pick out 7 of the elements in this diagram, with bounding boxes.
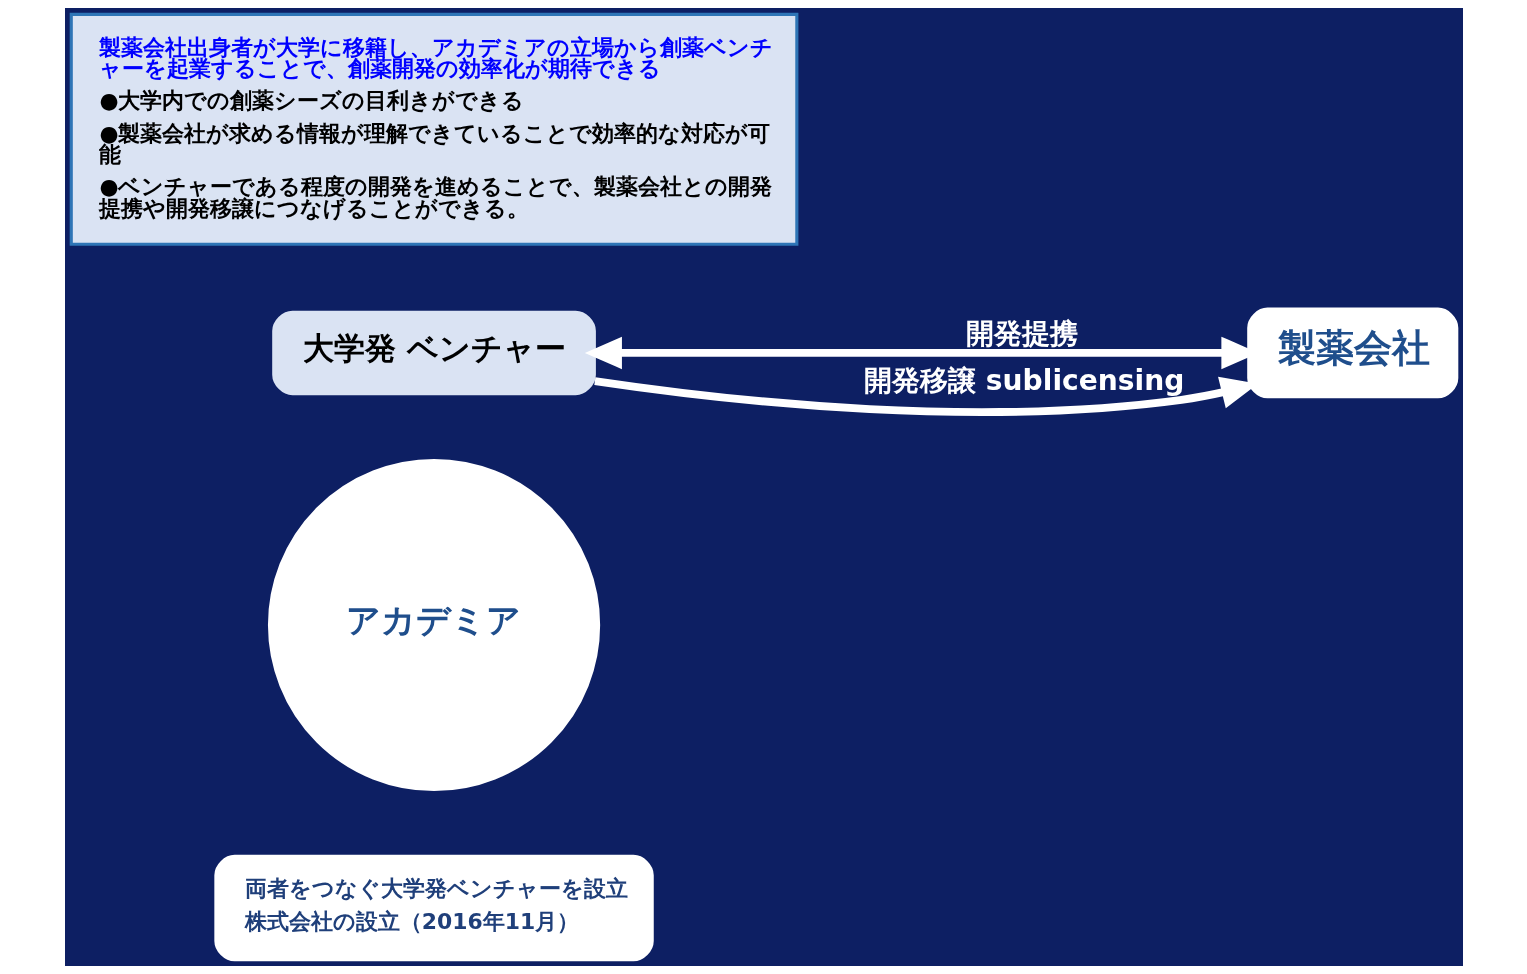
node-box: 両者をつなぐ大学発ベンチャーを設立 株式会社の設立（2016年11月） <box>213 854 654 962</box>
edge-label: 開発提携 <box>965 316 1078 350</box>
edge-label: 開発移譲 sublicensing <box>863 363 1184 397</box>
node-box: 大学発 ベンチャー <box>271 310 596 396</box>
node-box: 製薬会社出身者が大学に移籍し、アカデミアの立場から創薬ベンチャーを起業することで、創薬開発の効率化が期待できる ●大学内での創薬シーズの目利きができる ●製薬会社が求める情報が理解できていることで効率的な対応が可能 ●ベンチャーである程度の開発を進めることで、製薬会社との開発提携や開発移譲につなげることができる。 <box>69 12 798 246</box>
node-circle: アカデミア <box>267 458 600 792</box>
node-box: 製薬会社 <box>1246 307 1458 399</box>
